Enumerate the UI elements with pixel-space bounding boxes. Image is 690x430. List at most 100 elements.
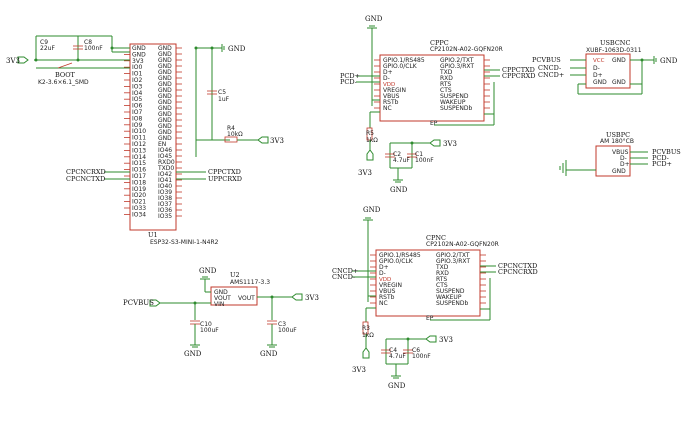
- svg-text:GND: GND: [228, 45, 246, 53]
- u1-pin-io45: IO45: [158, 153, 172, 160]
- r4-resistor: R4 10kΩ: [224, 125, 243, 143]
- u1-pin-gnd: GND: [158, 57, 172, 64]
- svg-text:3V3: 3V3: [443, 140, 457, 148]
- u1-pin-io39: IO39: [158, 189, 172, 196]
- svg-text:USBCNC: USBCNC: [600, 39, 630, 47]
- svg-text:CPNC: CPNC: [426, 234, 446, 242]
- cppc-pin-wakeup: WAKEUP: [440, 99, 466, 106]
- svg-text:R4: R4: [227, 125, 235, 132]
- cpnc-pin-txd: TXD: [435, 264, 449, 271]
- svg-text:D+: D+: [620, 161, 630, 168]
- u2-regulator: GND VOUT VIN VOUT U2 AMS1117-3.3: [210, 271, 270, 308]
- u1-pin-io10: IO10: [132, 128, 146, 135]
- svg-text:BOOT: BOOT: [55, 71, 76, 79]
- svg-text:GND: GND: [365, 15, 383, 23]
- svg-text:C1: C1: [415, 151, 423, 158]
- gnd-symbol-cpnc: GND: [363, 206, 381, 221]
- svg-text:C10: C10: [200, 321, 212, 328]
- cppc-pin-txd: TXD: [439, 69, 453, 76]
- svg-text:3V3: 3V3: [305, 294, 319, 302]
- svg-text:C9: C9: [40, 39, 48, 46]
- svg-text:CPPC: CPPC: [430, 39, 449, 47]
- u1-pin-io0: IO0: [132, 64, 142, 71]
- u1-pin-io34: IO34: [132, 211, 146, 218]
- net-label-cpcnctxd-2: CPCNCTXD: [498, 262, 537, 270]
- cppc-pin-cts: CTS: [440, 87, 452, 94]
- svg-text:GND: GND: [184, 350, 202, 358]
- r5-resistor: R5 1kΩ: [366, 127, 378, 144]
- cpnc-chip: GPIO.1/RS485GPIO.0/CLKD+D-VDDVREGINVBUSR…: [370, 234, 499, 322]
- net-label-pcd-minus-usb: PCD-: [652, 154, 669, 162]
- svg-text:AMS1117-3.3: AMS1117-3.3: [230, 279, 270, 286]
- cpnc-pin-rts: RTS: [436, 276, 447, 283]
- v33-flag-cppc: 3V3: [429, 139, 457, 148]
- net-label-cncd-plus-usb: CNCD+: [538, 71, 564, 79]
- cppc-pin-suspendb: SUSPENDb: [440, 105, 473, 112]
- svg-text:GND: GND: [363, 206, 381, 214]
- svg-text:GND: GND: [214, 289, 228, 296]
- svg-text:AM 180°CB: AM 180°CB: [600, 138, 634, 145]
- u1-pin-io19: IO19: [132, 186, 146, 193]
- cpnc-pin-d-: D+: [379, 264, 389, 271]
- svg-text:C3: C3: [278, 321, 286, 328]
- v33-flag-cpnc: 3V3: [425, 335, 453, 344]
- u1-pin-io3: IO3: [132, 83, 142, 90]
- cppc-pin-gpio-3-rxt: GPIO.3/RXT: [440, 63, 474, 70]
- gnd-symbol-c3: GND: [260, 344, 278, 358]
- v33-flag-left: 3V3: [6, 56, 29, 65]
- net-label-pcd-plus-usb: PCD+: [652, 160, 672, 168]
- u1-pin-io20: IO20: [132, 192, 146, 199]
- u1-pin-gnd: GND: [158, 99, 172, 106]
- cpnc-pin-gpio-0-clk: GPIO.0/CLK: [379, 258, 414, 265]
- u1-pin-gnd: GND: [158, 63, 172, 70]
- usbcnc-connector: VCC D- D+ GND GND GND USBCNC XUBF-1063D-…: [585, 39, 642, 89]
- u1-pin-io46: IO46: [158, 147, 172, 154]
- u1-pin-gnd: GND: [158, 93, 172, 100]
- u1-pin-gnd: GND: [158, 75, 172, 82]
- svg-text:R5: R5: [366, 130, 374, 137]
- svg-text:GND: GND: [593, 79, 607, 86]
- net-label-pcd-plus: PCD+: [340, 72, 360, 80]
- u1-pin-gnd: GND: [158, 105, 172, 112]
- u1-pin-gnd: GND: [158, 87, 172, 94]
- u1-pin-gnd: GND: [158, 69, 172, 76]
- net-label-cpcncrxd: CPCNCRXD: [66, 168, 106, 176]
- svg-text:GND: GND: [612, 168, 626, 175]
- u1-pin-io36: IO36: [158, 207, 172, 214]
- u1-pin-io4: IO4: [132, 90, 142, 97]
- svg-text:D-: D-: [620, 155, 627, 162]
- svg-text:VIN: VIN: [214, 301, 224, 308]
- svg-text:3V3: 3V3: [6, 57, 20, 65]
- u1-pin-io11: IO11: [132, 135, 146, 142]
- u1-pin-io8: IO8: [132, 115, 142, 122]
- c8-capacitor: C8 100nF: [73, 36, 103, 60]
- gnd-symbol-c4: GND: [388, 375, 406, 390]
- u1-pin-txd0: TXD0: [157, 165, 174, 172]
- u1-pin-gnd: GND: [158, 81, 172, 88]
- cpnc-pin-wakeup: WAKEUP: [436, 294, 462, 301]
- u1-pin-gnd: GND: [158, 45, 172, 52]
- u1-pin-io9: IO9: [132, 122, 142, 129]
- svg-text:4.7uF: 4.7uF: [389, 353, 406, 360]
- cpnc-pin-nc: NC: [379, 300, 388, 307]
- svg-text:D-: D-: [593, 65, 600, 72]
- svg-text:GND: GND: [388, 382, 406, 390]
- net-label-cpcncrxd-2: CPCNCRXD: [498, 268, 538, 276]
- svg-text:100nF: 100nF: [415, 157, 434, 164]
- u1-pin-gnd: GND: [158, 117, 172, 124]
- cpnc-pin-vbus: VBUS: [379, 288, 396, 295]
- svg-text:4.7uF: 4.7uF: [393, 157, 410, 164]
- u1-pin-io41: IO41: [158, 177, 172, 184]
- u1-pin-io42: IO42: [158, 171, 172, 178]
- svg-text:3V3: 3V3: [270, 137, 284, 145]
- c9-capacitor: C9 22uF: [35, 36, 55, 60]
- gnd-symbol-c2: GND: [390, 179, 408, 194]
- svg-text:U2: U2: [230, 271, 240, 279]
- u1-pin-io12: IO12: [132, 141, 146, 148]
- cpnc-pin-rxd: RXD: [436, 270, 449, 277]
- svg-text:3V3: 3V3: [352, 366, 366, 374]
- cppc-pin-d-: D+: [383, 69, 393, 76]
- cpnc-pin-suspendb: SUSPENDb: [436, 300, 469, 307]
